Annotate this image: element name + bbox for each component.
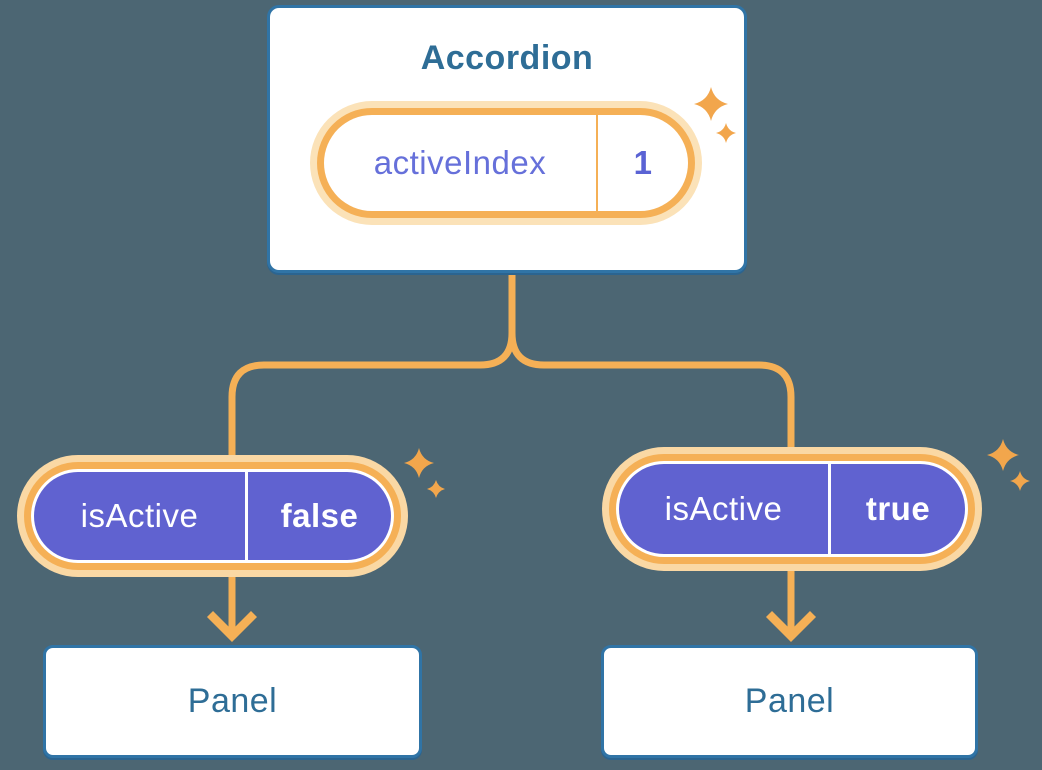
accordion-title: Accordion (420, 39, 594, 77)
pill-ring: activeIndex 1 (317, 108, 695, 218)
pill-fill: isActive false (34, 472, 391, 560)
pill-core: isActive true (616, 461, 968, 557)
pill-ring: isActive true (609, 454, 975, 564)
state-value-label: 1 (633, 144, 653, 181)
panel-component-box-right: Panel (601, 645, 978, 758)
sparkle-icon (987, 439, 1030, 491)
panel-component-box-left: Panel (43, 645, 422, 758)
pill-divider (828, 464, 831, 554)
state-name-label: activeIndex (373, 144, 547, 181)
panel-title: Panel (744, 682, 835, 720)
state-pill-activeindex: activeIndex 1 (310, 101, 702, 225)
prop-name-label: isActive (80, 497, 199, 534)
prop-name-label: isActive (664, 490, 783, 527)
sparkle-icon (404, 448, 445, 498)
pill-core: activeIndex 1 (324, 115, 688, 211)
pill-core: isActive false (31, 469, 394, 563)
arrowhead-right-icon (765, 610, 817, 643)
prop-value-label: false (280, 497, 359, 534)
pill-fill: isActive true (619, 464, 965, 554)
pill-ring: isActive false (24, 462, 401, 570)
arrowhead-left-icon (206, 610, 258, 643)
pill-divider (596, 115, 598, 211)
prop-pill-isactive-true: isActive true (602, 447, 982, 571)
prop-pill-isactive-false: isActive false (17, 455, 408, 577)
panel-title: Panel (187, 682, 278, 720)
prop-value-label: true (865, 490, 931, 527)
